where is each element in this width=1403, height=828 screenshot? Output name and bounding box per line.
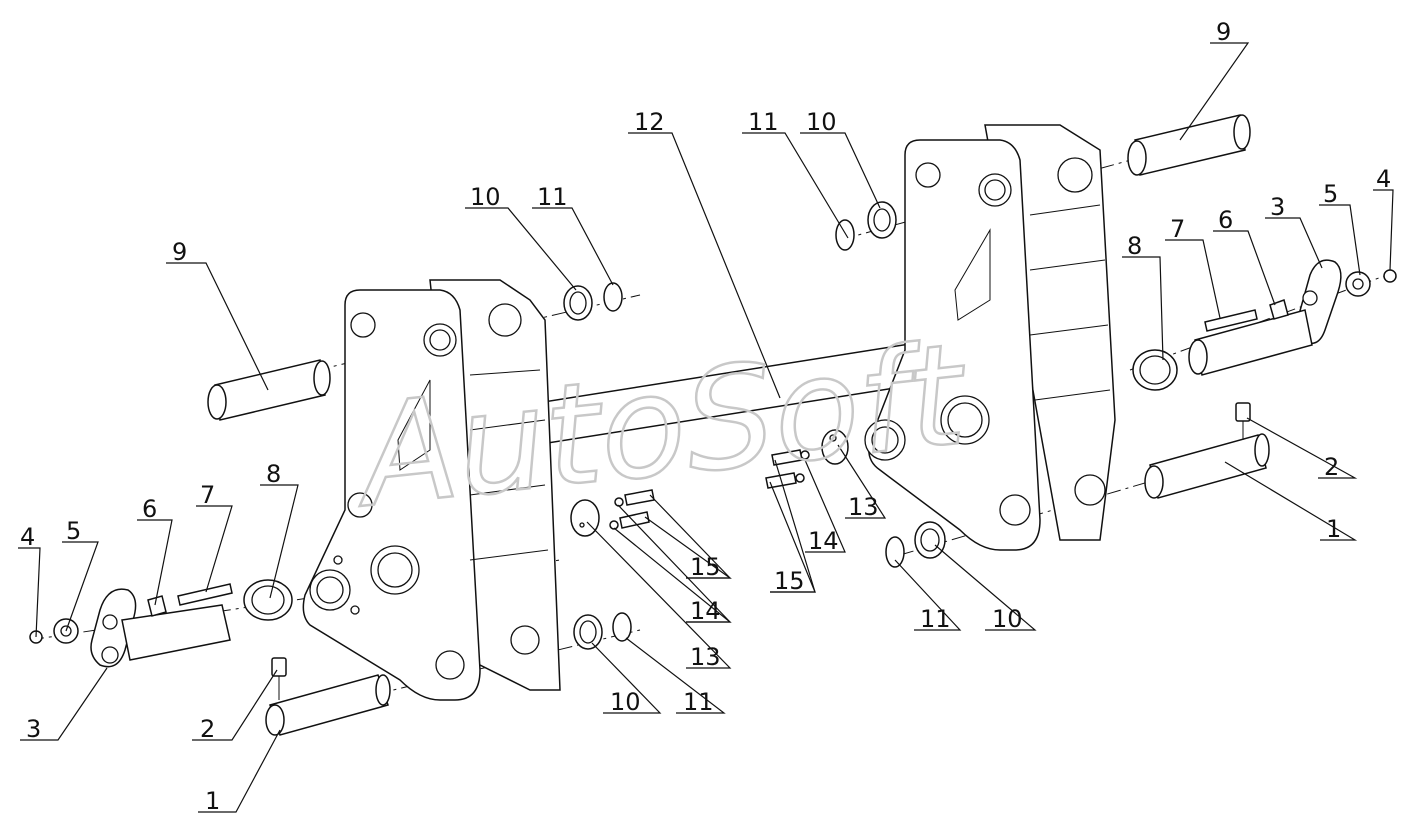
callout-7-left: 7 <box>200 481 215 509</box>
callout-9-left: 9 <box>172 238 187 266</box>
callout-4-left: 4 <box>20 523 35 551</box>
left-plate-and-bolts <box>570 489 655 537</box>
callout-11-left-bottom: 11 <box>683 688 714 716</box>
right-upper-pin <box>1127 114 1251 176</box>
right-washers <box>835 201 946 568</box>
callout-11-right-bottom: 11 <box>920 605 951 633</box>
callout-10-left-top: 10 <box>470 183 501 211</box>
callout-14-right: 14 <box>808 527 839 555</box>
callout-15-left: 15 <box>690 553 721 581</box>
right-lower-pin <box>1144 433 1270 499</box>
callout-10-right-top: 10 <box>806 108 837 136</box>
left-washers <box>563 282 632 650</box>
callout-13-right: 13 <box>848 493 879 521</box>
callout-14-left: 14 <box>690 597 721 625</box>
callout-3-left: 3 <box>26 715 41 743</box>
callout-8-right: 8 <box>1127 232 1142 260</box>
right-lever-assembly <box>1132 259 1397 391</box>
right-frame-plate <box>864 124 1116 551</box>
callout-2-left: 2 <box>200 715 215 743</box>
callout-5-left: 5 <box>66 517 81 545</box>
left-upper-pin <box>207 359 331 421</box>
callout-11-left-top: 11 <box>537 183 568 211</box>
callout-13-left: 13 <box>690 643 721 671</box>
callout-5-right: 5 <box>1323 180 1338 208</box>
callout-8-left: 8 <box>266 460 281 488</box>
callout-6-left: 6 <box>142 495 157 523</box>
callout-10-right-bottom: 10 <box>992 605 1023 633</box>
left-lever-assembly <box>29 579 293 668</box>
left-pin-lock <box>271 657 287 700</box>
right-pin-lock <box>1235 402 1251 440</box>
callout-10-left-bottom: 10 <box>610 688 641 716</box>
callout-4-right: 4 <box>1376 165 1391 193</box>
callout-labels: 4 5 6 7 8 3 2 1 9 10 11 10 11 13 14 15 1… <box>20 18 1391 815</box>
callout-15-right: 15 <box>774 567 805 595</box>
callout-1-right: 1 <box>1326 515 1341 543</box>
left-frame-plate <box>302 279 561 701</box>
leader-lines <box>18 42 1394 813</box>
callout-6-right: 6 <box>1218 206 1233 234</box>
callout-3-right: 3 <box>1270 193 1285 221</box>
callout-7-right: 7 <box>1170 215 1185 243</box>
callout-2-right: 2 <box>1324 453 1339 481</box>
callout-11-right-top: 11 <box>748 108 779 136</box>
callout-12: 12 <box>634 108 665 136</box>
callout-9-right: 9 <box>1216 18 1231 46</box>
callout-1-left: 1 <box>205 787 220 815</box>
left-lower-pin <box>265 674 391 736</box>
